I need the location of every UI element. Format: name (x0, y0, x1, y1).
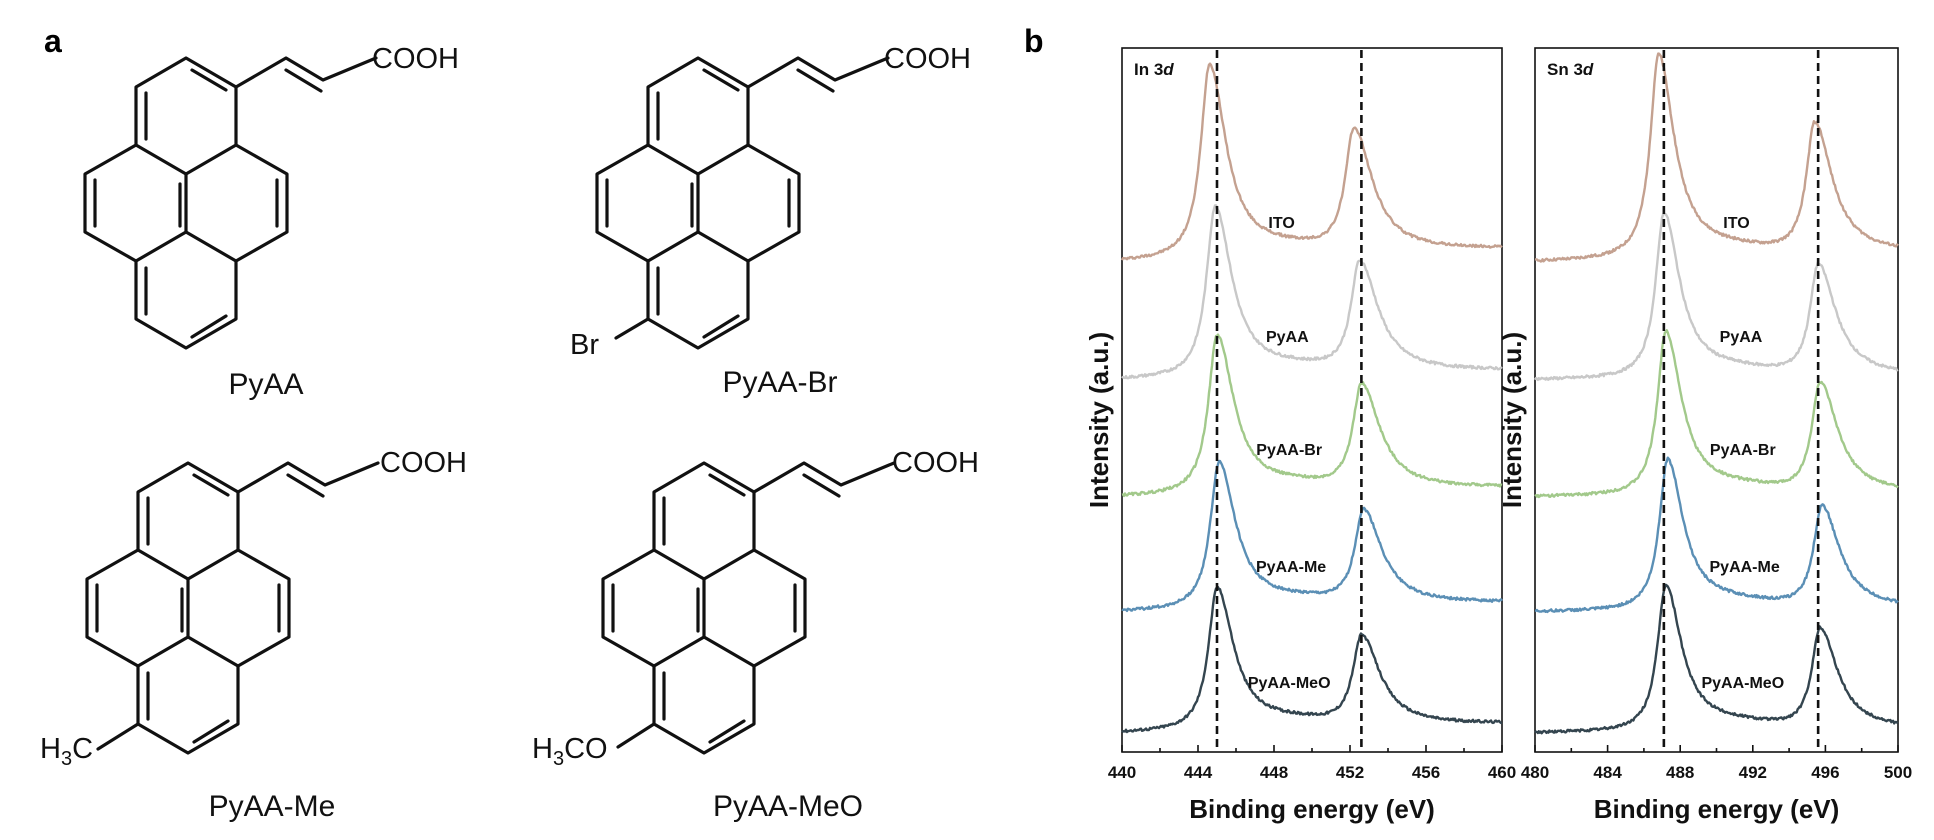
in-3d-plot-frame (1121, 47, 1503, 753)
pyaa-me-cooh-label: COOH (380, 447, 467, 479)
in-3d-xtick-label-460: 460 (1488, 763, 1516, 782)
pyaa-br-substituent: Br (570, 329, 599, 361)
in-3d-xtick-label-456: 456 (1412, 763, 1440, 782)
sn-3d-spectrum-pyaa-br (1534, 329, 1899, 499)
pyaa-name: PyAA (228, 368, 303, 401)
in-3d-xtick-label-452: 452 (1336, 763, 1364, 782)
in-3d-series-label-ito: ITO (1268, 215, 1294, 232)
in-3d-series-label-pyaa-me: PyAA-Me (1256, 559, 1326, 576)
pyaa-structure (83, 56, 378, 350)
sn-3d-x-axis-label: Binding energy (eV) (1594, 794, 1840, 824)
in-3d-spectrum-ito (1120, 62, 1503, 261)
pyaa-meo-structure (601, 461, 896, 755)
sn-3d-xtick-label-496: 496 (1811, 763, 1839, 782)
sn-3d-series-label-ito: ITO (1723, 215, 1749, 232)
in-3d-series-label-pyaa: PyAA (1266, 329, 1309, 346)
pyaa-br-cooh-label: COOH (884, 43, 971, 75)
pyaa-me-name: PyAA-Me (209, 790, 336, 823)
in-3d-series-label-pyaa-br: PyAA-Br (1256, 442, 1322, 459)
in-3d-series-label-pyaa-meo: PyAA-MeO (1248, 675, 1331, 692)
sn-3d-xtick-label-484: 484 (1593, 763, 1622, 782)
molecule-pyaa: COOH PyAA (83, 43, 459, 401)
in-3d-spectrum-pyaa-meo (1121, 585, 1503, 734)
in-3d-spectrum-pyaa-me (1121, 459, 1503, 613)
pyaa-br-name: PyAA-Br (722, 366, 837, 399)
in-3d-panel-title: In 3d (1134, 60, 1174, 79)
in-3d-xtick-label-448: 448 (1260, 763, 1288, 782)
sn-3d-series-label-pyaa-me: PyAA-Me (1710, 559, 1780, 576)
pyaa-meo-cooh-label: COOH (892, 447, 979, 479)
pyaa-cooh-label: COOH (372, 43, 459, 75)
molecule-pyaa-me: COOH H3C PyAA-Me (40, 447, 467, 823)
in-3d-y-axis-label: Intensity (a.u.) (1084, 332, 1114, 508)
sn-3d-xtick-label-492: 492 (1739, 763, 1767, 782)
in-3d-x-axis-label: Binding energy (eV) (1189, 794, 1435, 824)
sn-3d-xtick-label-500: 500 (1884, 763, 1912, 782)
sn-3d-series-label-pyaa-meo: PyAA-MeO (1701, 675, 1784, 692)
in-3d-xtick-label-440: 440 (1108, 763, 1136, 782)
sn-3d-spectrum-pyaa-meo (1534, 583, 1899, 735)
sn-3d-spectrum-pyaa-me (1534, 456, 1899, 614)
in-3d-spectrum-pyaa-br (1121, 333, 1503, 498)
molecule-pyaa-meo: COOH H3CO PyAA-MeO (532, 447, 979, 823)
pyaa-meo-substituent: H3CO (532, 733, 608, 770)
pyaa-br-structure (595, 56, 890, 350)
sn-3d-spectrum-ito (1534, 52, 1899, 263)
molecule-pyaa-br: COOH Br PyAA-Br (570, 43, 971, 399)
in-3d-spectrum-pyaa (1121, 204, 1503, 380)
pyaa-me-substituent: H3C (40, 733, 93, 770)
sn-3d-series-label-pyaa: PyAA (1720, 329, 1763, 346)
pyaa-me-structure (85, 461, 380, 755)
sn-3d-y-axis-label: Intensity (a.u.) (1497, 332, 1527, 508)
sn-3d-spectrum-pyaa (1533, 212, 1899, 381)
sn-3d-plot-frame (1534, 47, 1899, 753)
sn-3d-series-label-pyaa-br: PyAA-Br (1710, 442, 1776, 459)
panel-b-letter: b (1024, 23, 1044, 59)
panel-a-letter: a (44, 23, 62, 59)
sn-3d-xtick-label-488: 488 (1666, 763, 1694, 782)
sn-3d-xtick-label-480: 480 (1521, 763, 1549, 782)
sn-3d-panel-title: Sn 3d (1547, 60, 1594, 79)
in-3d-xtick-label-444: 444 (1184, 763, 1213, 782)
pyaa-meo-name: PyAA-MeO (713, 790, 863, 823)
